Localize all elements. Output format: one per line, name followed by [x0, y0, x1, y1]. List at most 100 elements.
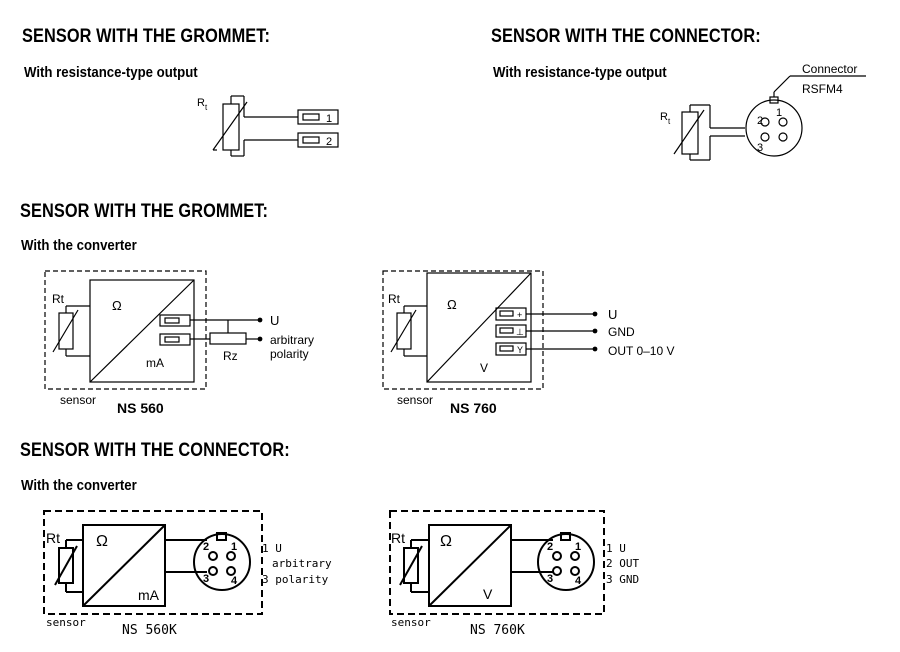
converter-block [428, 524, 512, 607]
rt-label: Rt [388, 292, 401, 306]
omega-symbol: Ω [447, 297, 457, 312]
model-ns760k: NS 760K [470, 623, 525, 638]
converter-diagonal [89, 279, 195, 383]
pin-4-label: 4 [575, 575, 582, 587]
pin-4 [226, 566, 236, 576]
rt-label: Rt [391, 530, 405, 546]
output-v: V [480, 361, 488, 375]
terminal-2 [297, 132, 339, 148]
pin-2-label: 2 [757, 115, 763, 127]
rt-label: Rt [52, 292, 65, 306]
sensor-label: sensor [391, 616, 431, 629]
signal-2: arbitrary [272, 557, 332, 570]
heading-sensor-connector-converter: SENSOR WITH THE CONNECTOR: [20, 440, 290, 461]
pin-1 [226, 551, 236, 561]
diagram-connector-resistance: R t 2 1 3 Connector RSFM4 [660, 62, 866, 161]
pin-2 [760, 117, 770, 127]
signal-3: 3 GND [606, 573, 639, 586]
terminal-out-label: Y [517, 345, 523, 355]
pin-1-label: 1 [776, 107, 782, 119]
pin-3 [760, 132, 770, 142]
rt-subscript: t [668, 117, 671, 126]
rt-label: Rt [46, 530, 60, 546]
diagram-ns560: Rt Ω mA U arbitrary polarity Rz sensor N… [44, 270, 314, 416]
pin-4-label: 4 [231, 575, 238, 587]
diagram-ns560k: Rt Ω mA 2 1 3 4 1 U arbitrary 3 polarity… [43, 510, 332, 638]
thermistor-slash [390, 309, 417, 353]
signal-3: 3 polarity [262, 573, 329, 586]
pin-1 [778, 117, 788, 127]
pin-1 [570, 551, 580, 561]
sensor-enclosure [43, 510, 263, 615]
pin-2-label: 2 [203, 541, 209, 553]
sensor-enclosure [382, 270, 544, 390]
terminal-1 [297, 109, 339, 125]
pin-2-label: 2 [547, 541, 553, 553]
signal-1: 1 U [262, 542, 282, 555]
pin-3-label: 3 [757, 142, 763, 154]
output-mA: mA [138, 587, 160, 603]
signal-out: OUT 0–10 V [608, 344, 674, 358]
pin-2 [552, 551, 562, 561]
diagram-ns760k: Rt Ω V 2 1 3 4 1 U 2 OUT 3 GND sensor NS… [389, 510, 639, 638]
connector-key [560, 532, 571, 541]
signal-u: U [608, 307, 617, 322]
thermistor-symbol [681, 111, 699, 155]
thermistor-slash [52, 309, 79, 353]
pin-2 [208, 551, 218, 561]
rt-subscript: t [205, 103, 208, 112]
subheading-resistance-output-grommet: With resistance-type output [24, 64, 198, 81]
thermistor-slash [212, 101, 248, 151]
converter-diagonal [426, 272, 532, 383]
pin-1-label: 1 [575, 541, 581, 553]
connector-rsfm4 [745, 99, 803, 157]
omega-symbol: Ω [440, 533, 452, 550]
resistor-rz-label: Rz [223, 349, 238, 363]
converter-block [426, 272, 532, 383]
converter-block [82, 524, 166, 607]
pin-3-label: 3 [547, 573, 553, 585]
signal-2: 2 OUT [606, 557, 639, 570]
converter-diagonal [428, 524, 512, 607]
output-v: V [483, 586, 493, 602]
connector-leader-line [773, 75, 791, 93]
signal-1: 1 U [606, 542, 626, 555]
sensor-enclosure [44, 270, 207, 390]
sensor-label: sensor [60, 393, 96, 407]
model-ns760: NS 760 [450, 400, 497, 416]
subheading-resistance-output-connector: With resistance-type output [493, 64, 667, 81]
model-ns560: NS 560 [117, 400, 164, 416]
heading-sensor-connector-resistance: SENSOR WITH THE CONNECTOR: [491, 26, 761, 47]
thermistor-slash [399, 545, 423, 586]
pin-3-label: 3 [203, 573, 209, 585]
resistor-rz [209, 332, 247, 345]
sensor-label: sensor [397, 393, 433, 407]
pin-3 [552, 566, 562, 576]
converter-diagonal [82, 524, 166, 607]
sensor-enclosure [389, 510, 605, 615]
connector-key [216, 532, 227, 541]
diagram-grommet-resistance: R t 1 2 [197, 95, 339, 157]
thermistor-symbol [222, 103, 240, 151]
diagram-ns760: Rt Ω V + ⊥ Y U GND OUT 0–10 V sensor NS … [382, 270, 674, 416]
thermistor-slash [54, 545, 78, 586]
terminal-plus-label: + [517, 310, 522, 320]
signal-polarity: polarity [270, 347, 309, 361]
converter-block [89, 279, 195, 383]
sensor-label: sensor [46, 616, 86, 629]
terminal-gnd-label: ⊥ [516, 327, 524, 337]
heading-sensor-grommet-converter: SENSOR WITH THE GROMMET: [20, 201, 269, 222]
thermistor-slash [673, 109, 705, 155]
pin-4 [778, 132, 788, 142]
omega-symbol: Ω [112, 298, 122, 313]
pin-3 [208, 566, 218, 576]
omega-symbol: Ω [96, 533, 108, 550]
model-ns560k: NS 560K [122, 623, 177, 638]
pin-4 [570, 566, 580, 576]
pin-1-label: 1 [231, 541, 237, 553]
subheading-converter-connector: With the converter [21, 477, 137, 494]
terminal-2-label: 2 [326, 136, 332, 148]
signal-gnd: GND [608, 325, 635, 339]
signal-arbitrary: arbitrary [270, 333, 314, 347]
